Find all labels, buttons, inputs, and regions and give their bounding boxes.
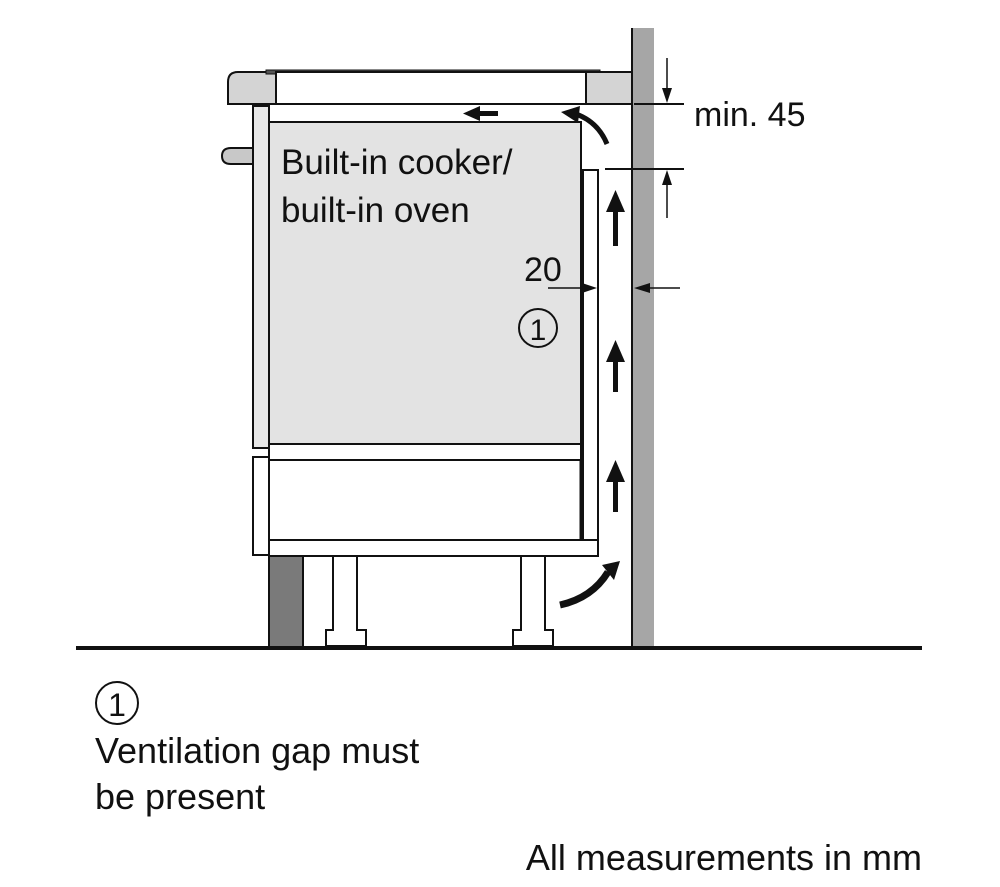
airflow-arrow-up-2 <box>606 340 625 392</box>
airflow-arrow-left <box>463 106 498 121</box>
airflow-arrow-curve-top <box>561 106 610 146</box>
leg-right <box>512 555 554 647</box>
airflow-arrow-up-1 <box>606 190 625 246</box>
dimension-rear-gap <box>548 283 680 293</box>
svg-text:1: 1 <box>530 314 547 347</box>
appliance-label-line2: built-in oven <box>281 191 470 230</box>
callout-marker-1: 1 <box>518 308 558 348</box>
airflow-arrow-curve-bottom <box>559 561 620 609</box>
appliance-label-line1: Built-in cooker/ <box>281 143 513 182</box>
oven-handle <box>220 147 254 165</box>
drawer <box>268 459 582 541</box>
dimension-top-gap <box>605 58 684 218</box>
plinth <box>268 555 304 649</box>
oven-base-strip <box>268 443 582 461</box>
worktop-left <box>227 71 277 105</box>
oven-body <box>268 121 582 445</box>
cabinet-rear-panel <box>582 169 599 541</box>
cabinet-front-lower <box>252 456 270 556</box>
cabinet-front-upper <box>252 105 270 449</box>
worktop-right <box>585 71 633 105</box>
svg-text:1: 1 <box>108 687 126 723</box>
units-note: All measurements in mm <box>526 837 922 878</box>
leg-left <box>325 555 367 647</box>
rear-wall <box>632 28 654 648</box>
legend-marker: 1 <box>95 681 139 725</box>
hob-body <box>275 71 587 105</box>
airflow-arrow-up-3 <box>606 460 625 512</box>
cabinet-base <box>268 539 599 557</box>
legend-text-line1: Ventilation gap must <box>95 730 419 771</box>
dimension-rear-gap-label: 20 <box>524 251 562 289</box>
dimension-top-gap-label: min. 45 <box>694 96 806 134</box>
legend-text-line2: be present <box>95 776 265 817</box>
